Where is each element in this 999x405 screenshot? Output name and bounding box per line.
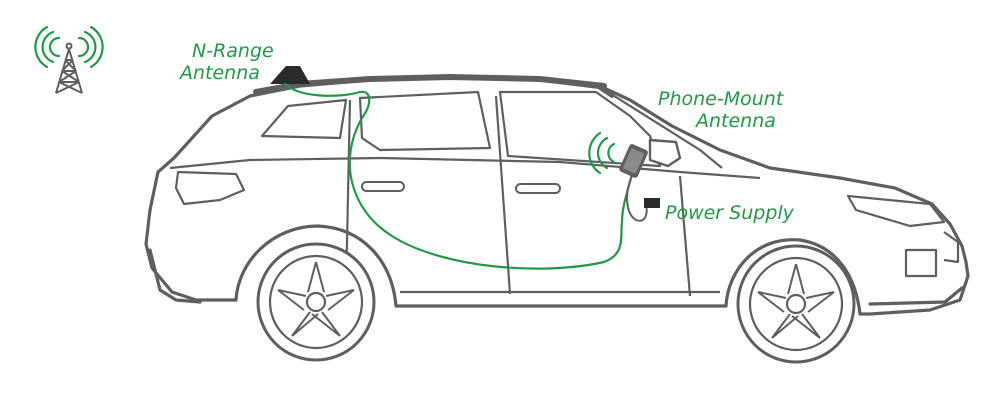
car-silhouette xyxy=(144,76,970,316)
door-split-front xyxy=(494,95,512,295)
side-mirror xyxy=(648,138,682,168)
headlight xyxy=(846,194,946,228)
car-lights xyxy=(174,170,960,278)
phone-mount-label-line1: Phone-Mount xyxy=(658,88,784,110)
rear-quarter-window xyxy=(260,98,348,140)
windshield-line xyxy=(607,91,723,169)
phone-mount-antenna-label: Phone-Mount Antenna xyxy=(658,88,783,132)
phone-mount-antenna-icon xyxy=(619,144,648,178)
rear-wheel xyxy=(256,242,376,362)
shark-fin-antenna-icon xyxy=(270,66,310,84)
body-shoulder-line xyxy=(169,156,761,180)
front-door-handle xyxy=(515,183,561,194)
tower-structure xyxy=(55,42,83,94)
tail-light xyxy=(174,170,246,206)
front-bumper-lip xyxy=(868,286,964,306)
front-wheel xyxy=(736,244,856,364)
roof-rail-front-foot xyxy=(598,86,614,98)
tower-signal-waves xyxy=(34,25,104,69)
fog-light xyxy=(904,248,938,278)
antenna-cable xyxy=(283,82,634,270)
phone-mount-label-line2: Antenna xyxy=(696,110,776,132)
power-plug-icon xyxy=(644,198,660,208)
cell-tower-icon xyxy=(34,25,104,94)
power-supply-cable xyxy=(626,175,648,222)
n-range-label-line1: N-Range xyxy=(192,40,274,62)
rear-bumper xyxy=(148,248,202,304)
roof-rail xyxy=(253,73,607,95)
n-range-label-line2: Antenna xyxy=(180,62,260,84)
door-handles xyxy=(361,181,561,194)
door-split-front-edge xyxy=(678,175,692,297)
power-supply-label: Power Supply xyxy=(665,202,794,224)
rear-door-handle xyxy=(361,181,405,192)
signal-waves-icon xyxy=(588,131,616,175)
grille xyxy=(943,231,960,264)
rear-door-window xyxy=(358,90,492,152)
power-supply-label-text: Power Supply xyxy=(665,202,794,224)
n-range-antenna-label: N-Range Antenna xyxy=(180,40,274,84)
front-door-window xyxy=(498,90,662,168)
car-body xyxy=(144,76,970,316)
